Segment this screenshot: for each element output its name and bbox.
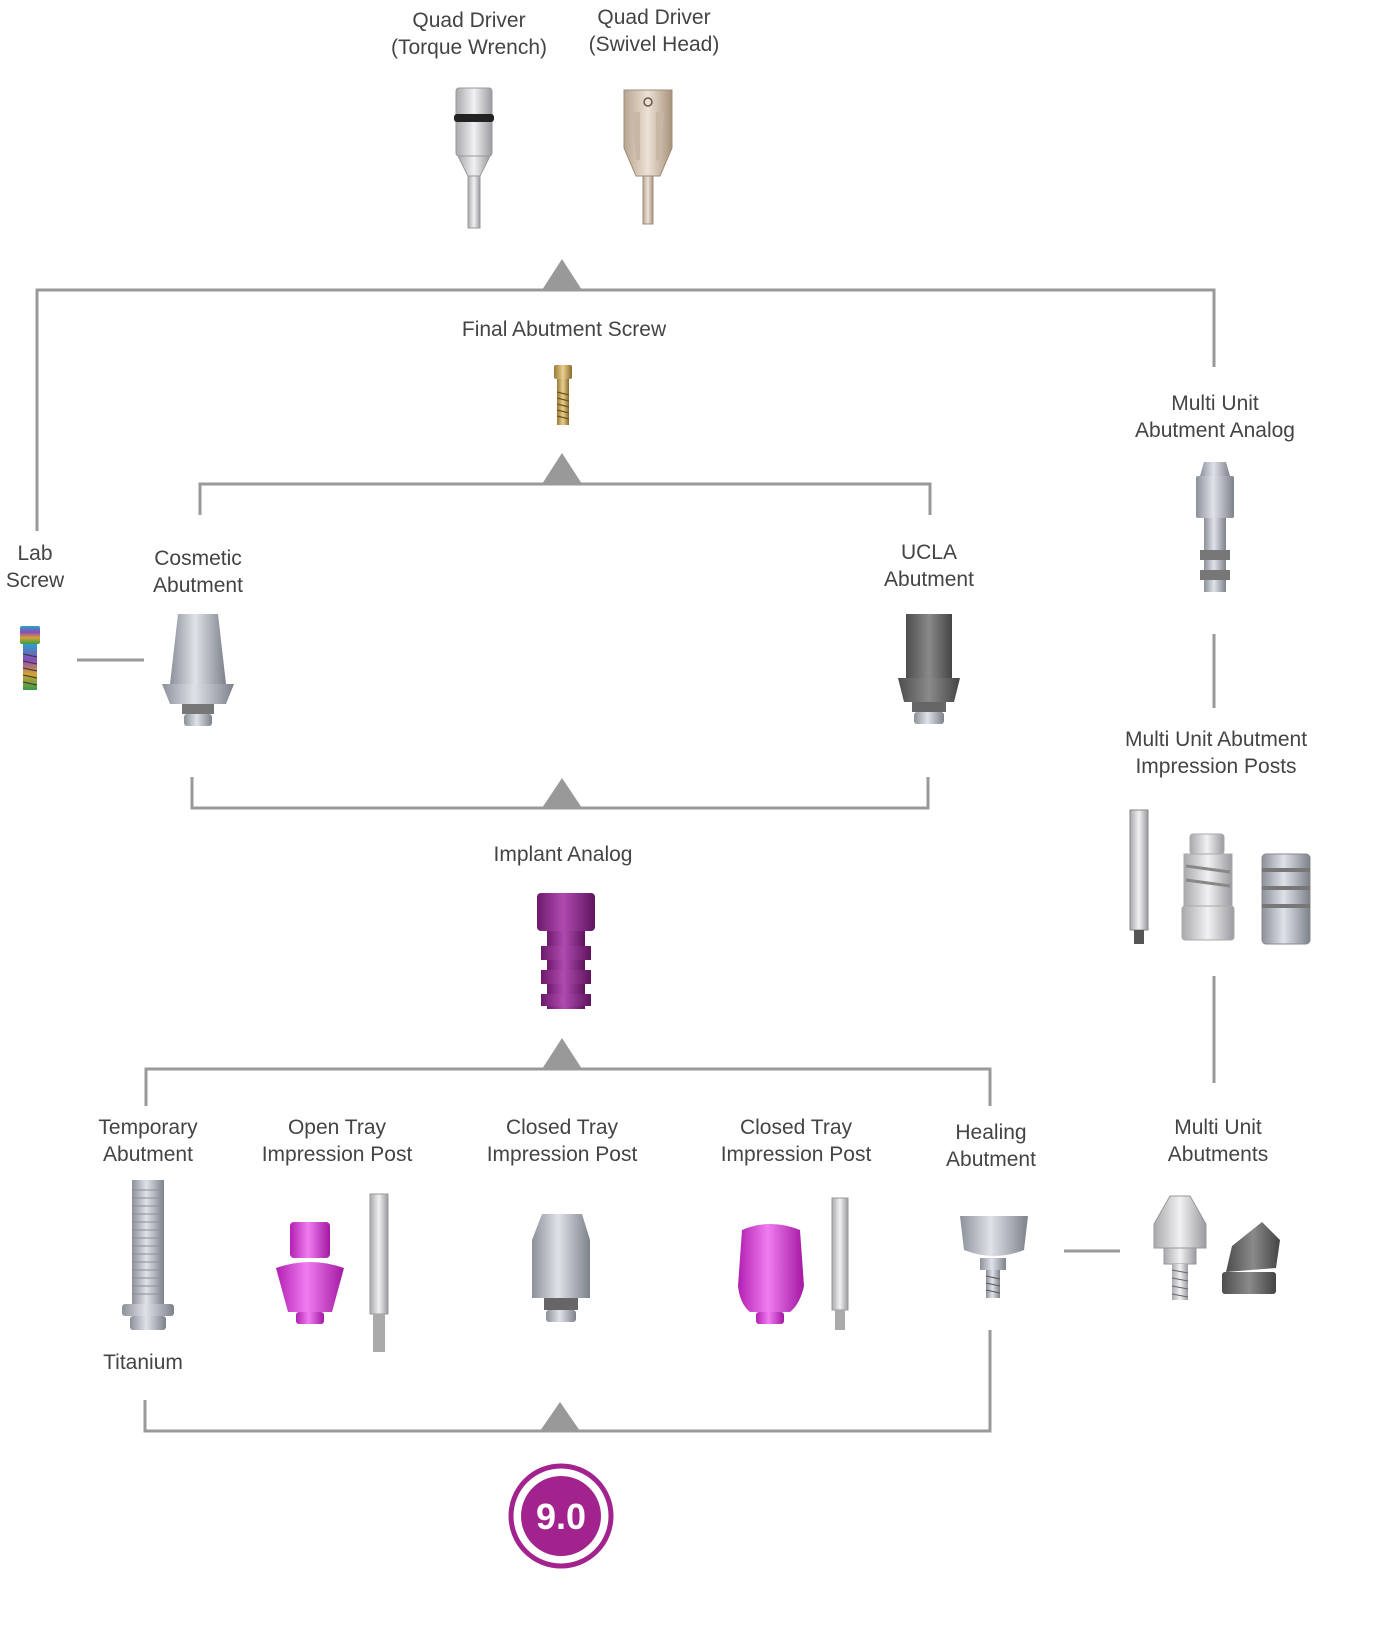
label-line: Temporary: [98, 1116, 198, 1139]
label-implant-analog: Implant Analog: [493, 843, 633, 866]
label-line: Healing: [955, 1121, 1027, 1144]
badge-text: 9.0: [536, 1496, 586, 1537]
label-closed-tray-2: Closed Tray Impression Post: [721, 1114, 872, 1168]
label-line: Cosmetic: [154, 547, 242, 570]
label-cosmetic-abutment: Cosmetic Abutment: [153, 545, 243, 599]
label-line: (Torque Wrench): [390, 36, 548, 59]
label-line: Impression Post: [720, 1143, 872, 1166]
label-quad-driver-torque: Quad Driver (Torque Wrench): [391, 7, 547, 61]
label-line: Quad Driver: [597, 6, 711, 29]
implant-analog-image: [537, 893, 595, 1009]
label-temporary-abutment: Temporary Abutment: [98, 1114, 197, 1168]
label-line: Abutments: [1167, 1143, 1269, 1166]
quad-driver-torque-image: [454, 87, 494, 229]
label-final-abutment-screw: Final Abutment Screw: [461, 318, 667, 341]
label-line: Abutment: [884, 568, 974, 591]
multi-unit-abutments-image: [1153, 1195, 1280, 1300]
label-ucla-abutment: UCLA Abutment: [884, 539, 974, 593]
closed-tray-post-1-image: [532, 1214, 590, 1322]
label-line: Multi Unit: [1174, 1116, 1262, 1139]
label-line: Abutment: [946, 1148, 1036, 1171]
closed-tray-post-2-image: [738, 1197, 849, 1330]
healing-abutment-image: [960, 1216, 1028, 1298]
label-line: Multi Unit: [1171, 392, 1259, 415]
label-closed-tray-1: Closed Tray Impression Post: [487, 1114, 638, 1168]
label-line: Open Tray: [287, 1116, 387, 1139]
quad-driver-swivel-image: [623, 89, 673, 225]
final-screw-image: [554, 365, 572, 425]
label-line: (Swivel Head): [588, 33, 720, 56]
version-badge: 9.0: [508, 1463, 614, 1569]
label-line: Impression Post: [261, 1143, 413, 1166]
label-line: Abutment: [103, 1143, 193, 1166]
label-line: Screw: [5, 569, 65, 592]
label-titanium: Titanium: [103, 1351, 183, 1374]
lab-screw-image: [20, 626, 40, 690]
mu-analog-image: [1196, 462, 1234, 592]
label-lab-screw: Lab Screw: [6, 540, 64, 594]
label-quad-driver-swivel: Quad Driver (Swivel Head): [589, 4, 720, 58]
label-line: UCLA: [900, 541, 958, 564]
label-line: Closed Tray: [505, 1116, 619, 1139]
label-line: Quad Driver: [412, 9, 526, 32]
label-line: Closed Tray: [739, 1116, 853, 1139]
label-mu-abutment-analog: Multi Unit Abutment Analog: [1135, 390, 1295, 444]
label-line: Abutment Analog: [1135, 419, 1295, 442]
label-line: Multi Unit Abutment: [1124, 728, 1308, 751]
label-line: Abutment: [153, 574, 243, 597]
label-healing-abutment: Healing Abutment: [946, 1119, 1036, 1173]
label-multi-unit-abutments: Multi Unit Abutments: [1168, 1114, 1268, 1168]
up-arrows: [540, 259, 582, 1431]
label-line: Lab: [17, 542, 53, 565]
temporary-abutment-image: [122, 1180, 174, 1330]
label-mu-impression-posts: Multi Unit Abutment Impression Posts: [1125, 726, 1307, 780]
mu-impression-posts-image: [1129, 809, 1311, 945]
label-open-tray: Open Tray Impression Post: [262, 1114, 413, 1168]
cosmetic-abutment-image: [162, 614, 234, 726]
open-tray-post-image: [276, 1193, 389, 1352]
label-line: Impression Post: [486, 1143, 638, 1166]
ucla-abutment-image: [898, 614, 960, 724]
label-line: Impression Posts: [1135, 755, 1297, 778]
